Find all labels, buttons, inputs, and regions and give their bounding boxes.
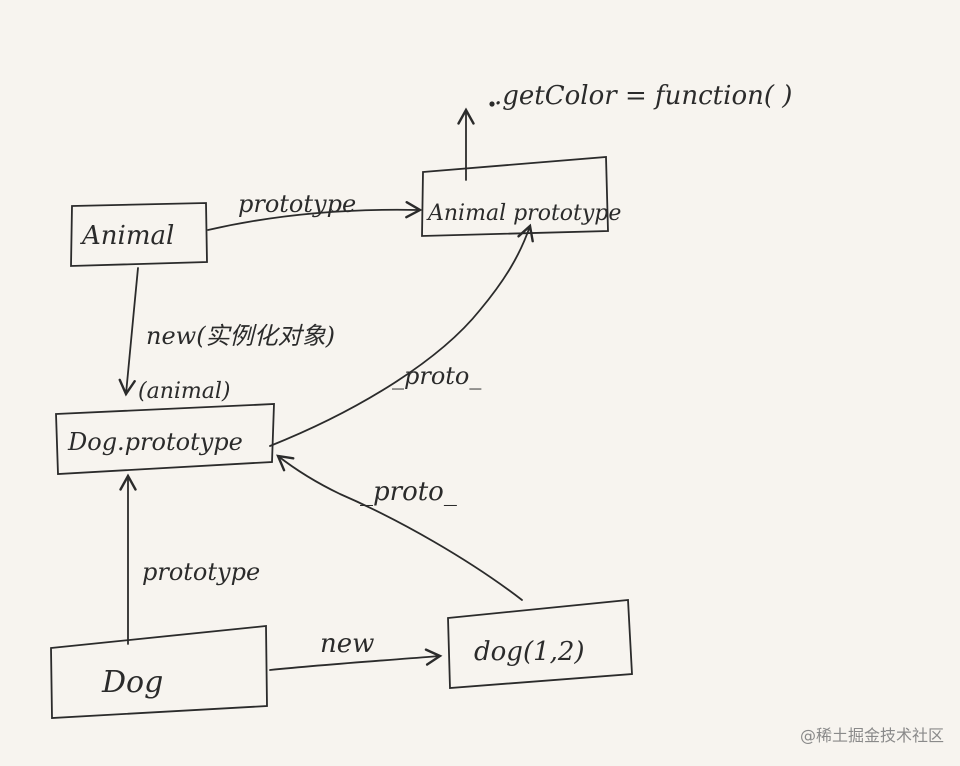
edge-dog-new: new — [269, 629, 443, 671]
animal-node: Animal — [70, 202, 208, 267]
edge-animal-prototype-label: prototype — [238, 190, 356, 218]
watermark: @稀土掘金技术社区 — [799, 726, 944, 745]
animal-prototype-node: Animal prototype — [421, 156, 621, 237]
edge-dog-prototype: prototype — [119, 473, 260, 645]
animal-label: Animal — [80, 221, 174, 251]
dog-instance-label: dog(1,2) — [474, 637, 585, 667]
dog-node: Dog — [50, 625, 268, 719]
edge-getcolor: .getColor = function( ) — [457, 81, 792, 181]
animal-prototype-label: Animal prototype — [426, 201, 621, 226]
getcolor-dot — [489, 101, 495, 107]
edge-animal-new-label: new(实例化对象) — [146, 322, 335, 350]
dog-label: Dog — [101, 665, 163, 700]
edge-dogprototype-proto: _proto_ — [269, 223, 534, 447]
edge-animal-prototype: prototype — [207, 190, 423, 231]
edge-dog-new-label: new — [320, 629, 374, 659]
dog-prototype-label: Dog.prototype — [67, 428, 243, 456]
edge-animal-new: new(实例化对象) (animal) — [118, 267, 335, 404]
dog-instance-node: dog(1,2) — [447, 599, 633, 689]
edge-instance-proto-label: _proto_ — [360, 477, 457, 507]
edge-instance-proto: _proto_ — [276, 454, 523, 601]
dog-prototype-node: Dog.prototype — [55, 403, 275, 475]
dog-prototype-note: (animal) — [138, 379, 231, 404]
getcolor-annotation: .getColor = function( ) — [494, 81, 792, 111]
edge-dogprototype-proto-label: _proto_ — [392, 362, 481, 390]
edge-dog-prototype-label: prototype — [142, 558, 260, 586]
